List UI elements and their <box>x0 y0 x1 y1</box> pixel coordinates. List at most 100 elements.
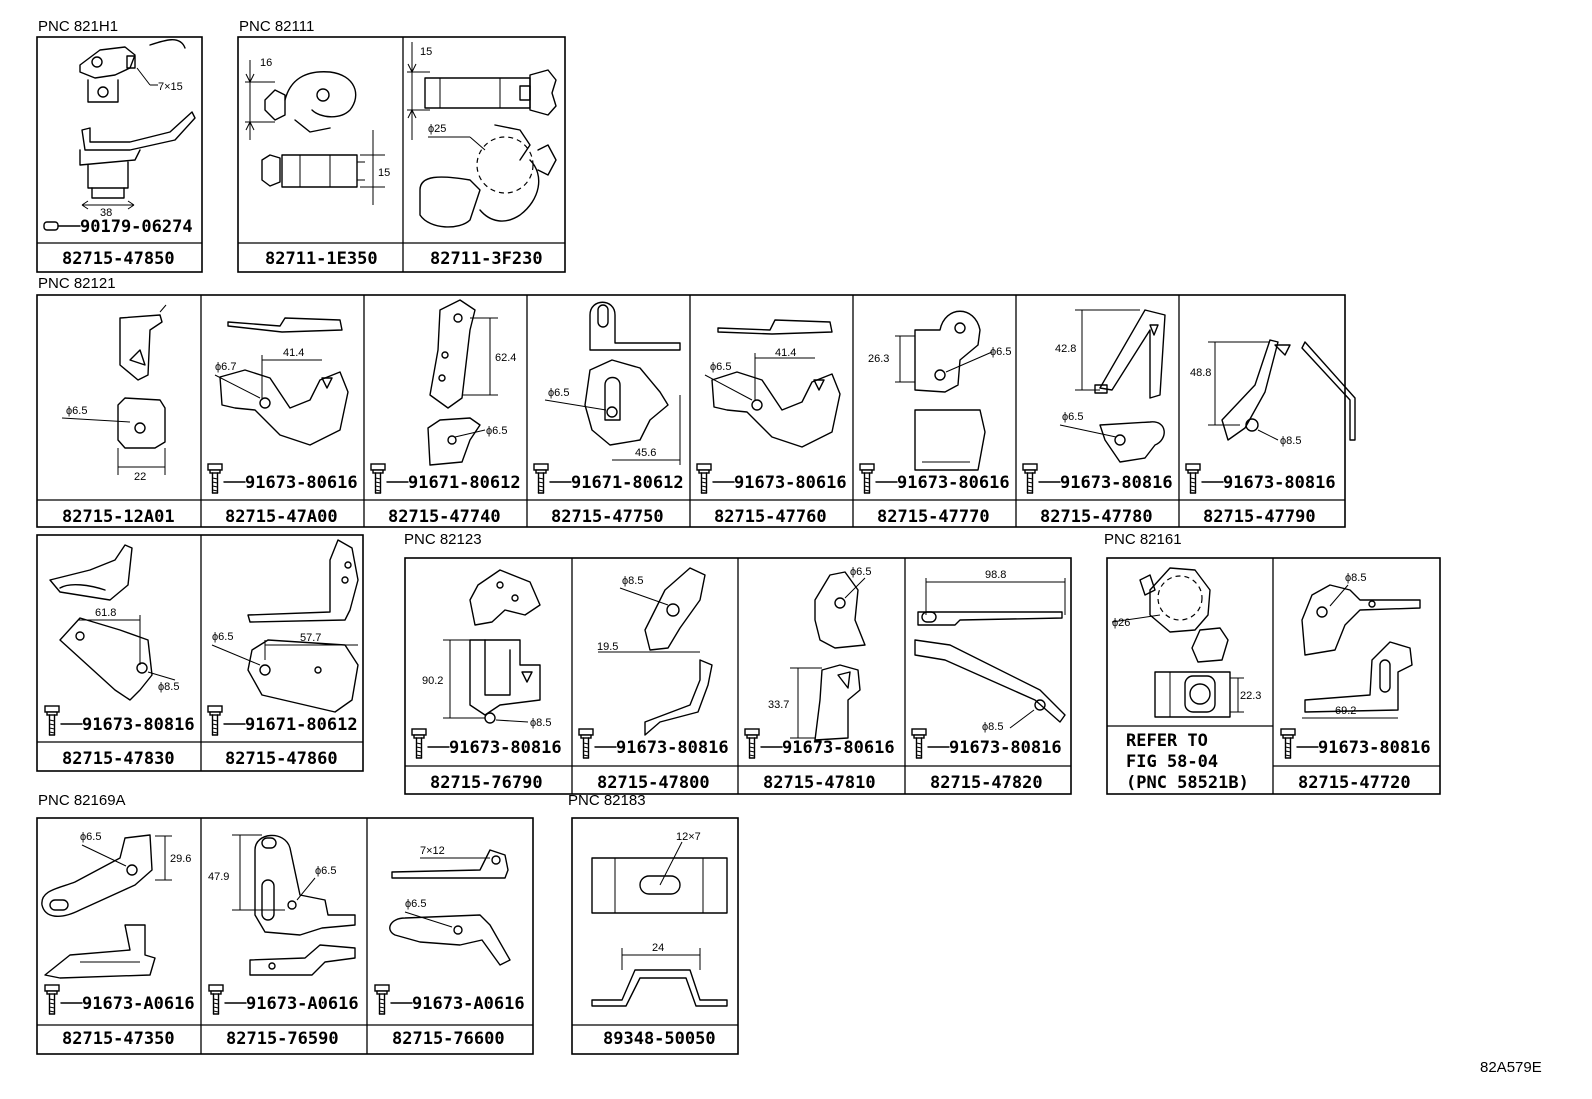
part-number[interactable]: 82715-47750 <box>551 507 664 527</box>
dim-text: ϕ6.5 <box>1062 411 1083 423</box>
part-number[interactable]: 82715-47860 <box>225 749 338 769</box>
cell-82715-47a00[interactable]: 41.4 ϕ6.7 91673-80616 82715-47A00 <box>207 317 358 527</box>
cell-82715-47740[interactable]: 62.4 ϕ6.5 91671-80612 82715-47740 <box>370 299 521 527</box>
part-number[interactable]: 82715-47810 <box>763 773 876 793</box>
part-number[interactable]: 89348-50050 <box>603 1029 716 1049</box>
dim-text: ϕ26 <box>1112 617 1130 629</box>
part-number[interactable]: 82715-12A01 <box>62 507 175 527</box>
fastener-part-number: 91673-A0616 <box>412 994 525 1014</box>
part-number[interactable]: 82715-76590 <box>226 1029 339 1049</box>
dim-text: ϕ6.5 <box>66 405 87 417</box>
cell-82715-12a01[interactable]: ϕ6.5 22 82715-12A01 <box>61 304 175 527</box>
cell-82715-76790[interactable]: 90.2 ϕ8.5 91673-80816 82715-76790 <box>411 569 562 793</box>
cell-82715-47350[interactable]: ϕ6.5 29.6 91673-A0616 82715-47350 <box>41 831 195 1049</box>
dim-text: ϕ6.7 <box>215 361 236 373</box>
part-number[interactable]: 82715-47780 <box>1040 507 1153 527</box>
cell-82715-76600[interactable]: 7×12 ϕ6.5 91673-A0616 82715-76600 <box>374 845 525 1049</box>
refer-line-1: REFER TO <box>1126 731 1208 751</box>
cell-82715-47780[interactable]: 42.8 ϕ6.5 91673-80816 82715-47780 <box>1022 309 1173 527</box>
cell-82715-47800[interactable]: ϕ8.5 19.5 91673-80816 82715-47800 <box>578 567 729 793</box>
fastener-part-number: 91673-80616 <box>734 473 847 493</box>
dim-text: ϕ6.5 <box>80 831 101 843</box>
dim-text: 33.7 <box>768 699 789 711</box>
dim-text: 24 <box>652 942 664 954</box>
cell-82161-refer[interactable]: ϕ26 22.3 REFER TO FIG 58-04 (PNC 58521B) <box>1111 567 1261 793</box>
pnc-label-82161: PNC 82161 <box>1104 531 1182 548</box>
fastener-part-number: 91673-80816 <box>616 738 729 758</box>
dim-text: 38 <box>100 207 112 219</box>
part-number[interactable]: 82715-47820 <box>930 773 1043 793</box>
group-82161 <box>1106 557 1441 795</box>
cell-89348-50050[interactable]: 12×7 24 89348-50050 <box>571 817 739 1055</box>
fastener-part-number: 91673-80616 <box>782 738 895 758</box>
fastener-part-number: 91673-A0616 <box>246 994 359 1014</box>
fastener-part-number: 91673-80816 <box>1318 738 1431 758</box>
dim-text: 12×7 <box>676 831 701 843</box>
dim-text: ϕ8.5 <box>1280 435 1301 447</box>
cell-82715-47720[interactable]: ϕ8.5 69.2 91673-80816 82715-47720 <box>1280 572 1431 793</box>
dim-text: 41.4 <box>775 347 796 359</box>
dim-text: ϕ6.5 <box>710 361 731 373</box>
pnc-label-82111: PNC 82111 <box>239 18 314 35</box>
pnc-label-82123: PNC 82123 <box>404 531 482 548</box>
cell-82715-47820[interactable]: 98.8 ϕ8.5 91673-80816 82715-47820 <box>911 569 1066 793</box>
part-number[interactable]: 82715-47350 <box>62 1029 175 1049</box>
fastener-part-number: 91673-80816 <box>1060 473 1173 493</box>
part-number[interactable]: 82715-76600 <box>392 1029 505 1049</box>
cell-82711-3f230[interactable]: 15 ϕ25 82711-3F230 <box>407 42 557 269</box>
dim-text: 22.3 <box>1240 690 1261 702</box>
dim-text: 26.3 <box>868 353 889 365</box>
cell-82715-47850[interactable]: 7×15 38 90179-06274 82715-47850 <box>36 36 203 273</box>
pnc-label-82121: PNC 82121 <box>38 275 116 292</box>
dim-text: 57.7 <box>300 632 321 644</box>
dim-text: 48.8 <box>1190 367 1211 379</box>
group-82111 <box>237 36 566 273</box>
cell-82715-47770[interactable]: 26.3 ϕ6.5 91673-80616 82715-47770 <box>859 310 1011 527</box>
cell-82715-47860[interactable]: 57.7 ϕ6.5 91671-80612 82715-47860 <box>207 539 359 769</box>
fastener-part-number: 91673-80616 <box>245 473 358 493</box>
fastener-part-number: 91671-80612 <box>245 715 358 735</box>
part-number[interactable]: 82715-47800 <box>597 773 710 793</box>
fastener-part-number: 91673-80816 <box>82 715 195 735</box>
fastener-part-number: 91673-80816 <box>1223 473 1336 493</box>
dim-text: 22 <box>134 471 146 483</box>
dim-text: 7×15 <box>158 81 183 93</box>
dim-text: 61.8 <box>95 607 116 619</box>
cell-82715-47830[interactable]: 61.8 ϕ8.5 91673-80816 82715-47830 <box>44 544 195 769</box>
cell-82711-1e350[interactable]: 16 15 82711-1E350 <box>245 57 390 269</box>
dim-text: ϕ6.5 <box>548 387 569 399</box>
part-number[interactable]: 82715-47850 <box>62 249 175 269</box>
fastener-part-number: 91671-80612 <box>408 473 521 493</box>
refer-line-3: (PNC 58521B) <box>1126 773 1249 793</box>
fastener-part-number: 91673-80616 <box>897 473 1010 493</box>
dim-text: 47.9 <box>208 871 229 883</box>
dim-text: 90.2 <box>422 675 443 687</box>
pnc-label-821h1: PNC 821H1 <box>38 18 118 35</box>
part-number[interactable]: 82711-3F230 <box>430 249 543 269</box>
part-number[interactable]: 82715-47830 <box>62 749 175 769</box>
diagram-id: 82A579E <box>1480 1059 1542 1076</box>
cell-82715-47760[interactable]: 41.4 ϕ6.5 91673-80616 82715-47760 <box>696 319 847 527</box>
cell-82715-47790[interactable]: 48.8 ϕ8.5 91673-80816 82715-47790 <box>1185 339 1356 527</box>
part-number[interactable]: 82715-47A00 <box>225 507 338 527</box>
dim-text: 69.2 <box>1335 705 1356 717</box>
dim-text: ϕ6.5 <box>850 566 871 578</box>
part-number[interactable]: 82715-47770 <box>877 507 990 527</box>
dim-text: ϕ6.5 <box>405 898 426 910</box>
cell-82715-76590[interactable]: 47.9 ϕ6.5 91673-A0616 82715-76590 <box>208 834 359 1049</box>
dim-text: ϕ25 <box>428 123 446 135</box>
part-number[interactable]: 82715-47790 <box>1203 507 1316 527</box>
part-number[interactable]: 82715-76790 <box>430 773 543 793</box>
fastener-part-number: 91673-80816 <box>449 738 562 758</box>
part-number[interactable]: 82715-47720 <box>1298 773 1411 793</box>
dim-text: ϕ8.5 <box>1345 572 1366 584</box>
part-number[interactable]: 82715-47740 <box>388 507 501 527</box>
part-number[interactable]: 82715-47760 <box>714 507 827 527</box>
cell-82715-47810[interactable]: ϕ6.5 33.7 91673-80616 82715-47810 <box>744 566 895 793</box>
group-82121-row2 <box>36 534 364 772</box>
pnc-label-82183: PNC 82183 <box>568 792 646 809</box>
fastener-part-number: 90179-06274 <box>80 217 193 237</box>
part-number[interactable]: 82711-1E350 <box>265 249 378 269</box>
cell-82715-47750[interactable]: ϕ6.5 45.6 91671-80612 82715-47750 <box>533 301 684 527</box>
